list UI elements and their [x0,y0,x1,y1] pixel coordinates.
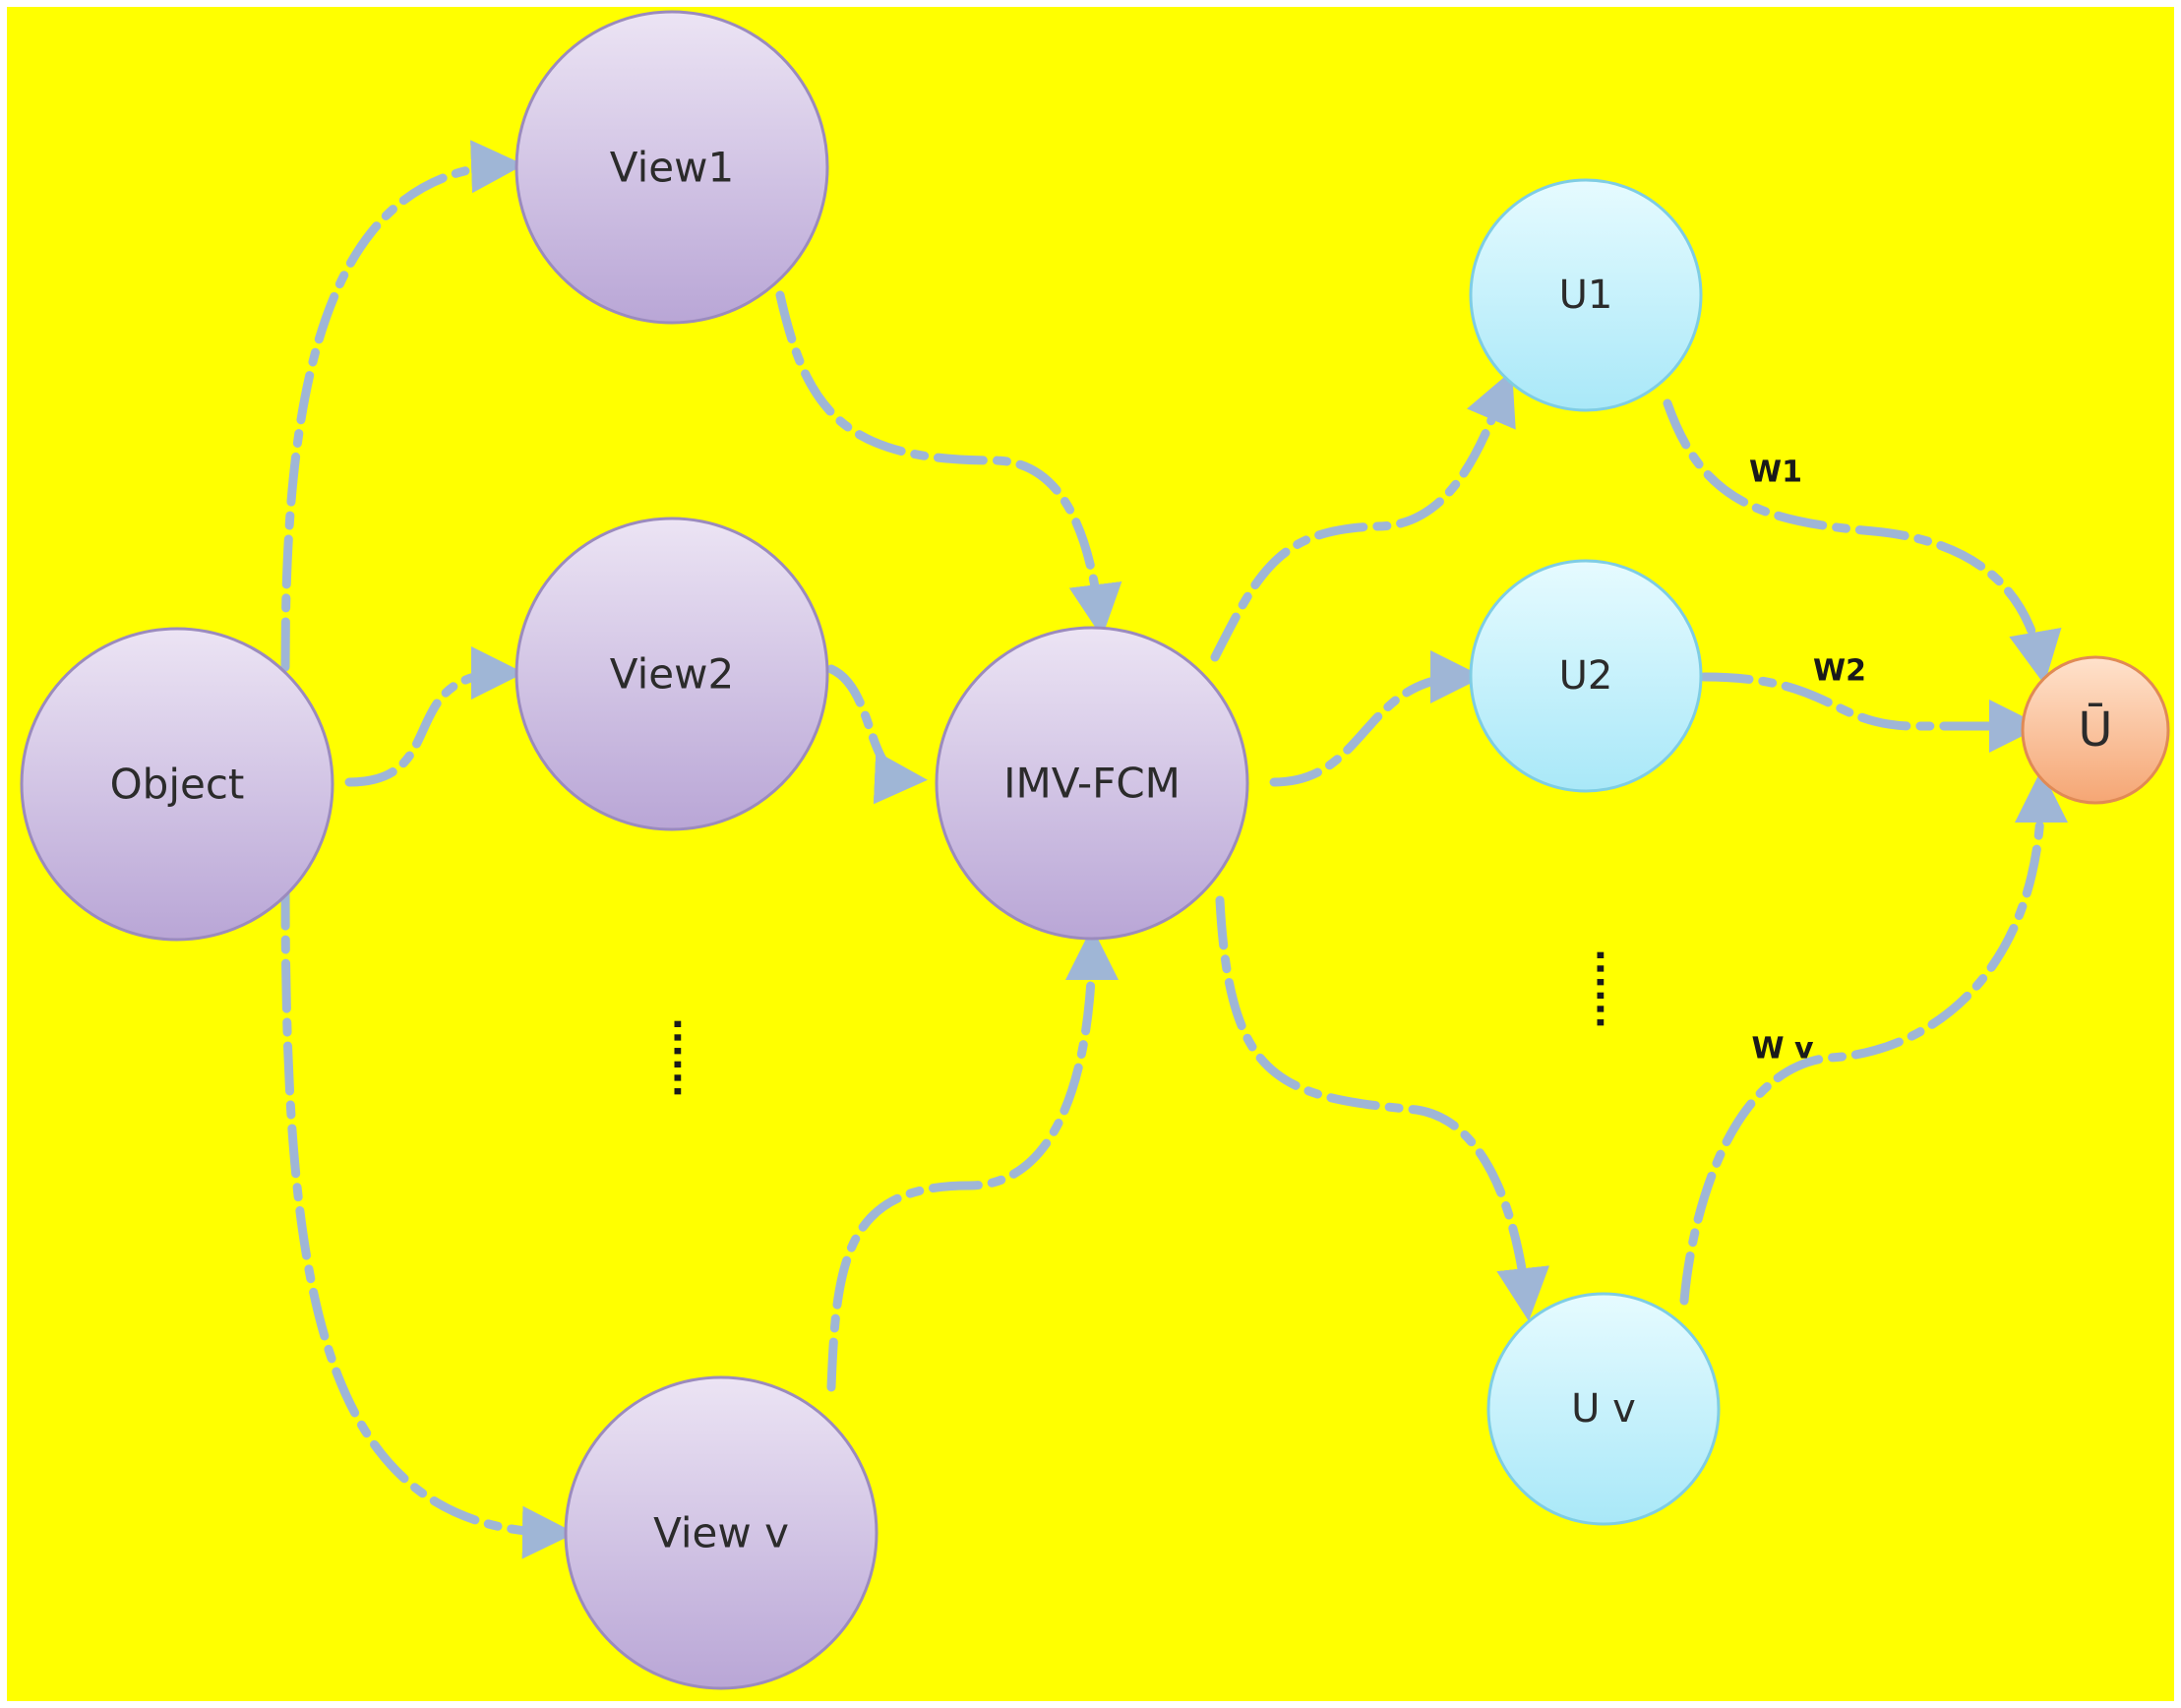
weight-label-w1: W1 [1749,456,1802,490]
node-u1: U1 [1469,178,1703,412]
edge-imvfcm-u1 [1210,370,1516,662]
node-ubar: Ū [2021,655,2170,805]
edge-imvfcm-u2 [1269,650,1484,787]
weight-label-wv: W v [1751,1032,1814,1067]
weight-labels: W1 W2 W v [1749,456,1866,1067]
node-viewv: View v [564,1375,878,1690]
nodes: Object View1 View2 View v IMV-FCM U1 [20,10,2170,1690]
node-label-object: Object [110,761,245,809]
ellipsis-markers: ...... ...... [666,948,1629,1098]
edge-object-viewv [280,876,576,1559]
node-u2: U2 [1469,559,1703,793]
edge-object-view2 [344,646,524,787]
edge-u1-ubar [1663,398,2062,685]
node-label-u2: U2 [1559,653,1613,699]
edge-view2-imvfcm [826,664,928,805]
node-label-view1: View1 [610,144,734,192]
edge-u2-ubar [1699,672,2042,753]
node-imvfcm: IMV-FCM [935,626,1249,941]
node-view2: View2 [515,517,829,831]
edge-view1-imvfcm [775,290,1122,638]
node-label-u1: U1 [1559,273,1613,318]
edge-uv-ubar [1679,769,2068,1306]
edges [280,140,2068,1559]
weight-label-w2: W2 [1813,654,1866,689]
node-label-imvfcm: IMV-FCM [1003,760,1181,808]
edge-viewv-imvfcm [826,927,1119,1392]
node-label-view2: View2 [610,650,734,699]
node-uv: U v [1486,1292,1721,1526]
node-object: Object [20,627,334,942]
edge-imvfcm-uv [1215,895,1549,1321]
edge-object-view1 [280,140,524,672]
node-label-uv: U v [1571,1386,1636,1432]
node-label-viewv: View v [653,1509,789,1557]
node-view1: View1 [515,10,829,325]
ellipsis-results: ...... [1589,948,1629,1029]
node-label-ubar: Ū [2078,702,2112,758]
ellipsis-views: ...... [666,1017,706,1098]
